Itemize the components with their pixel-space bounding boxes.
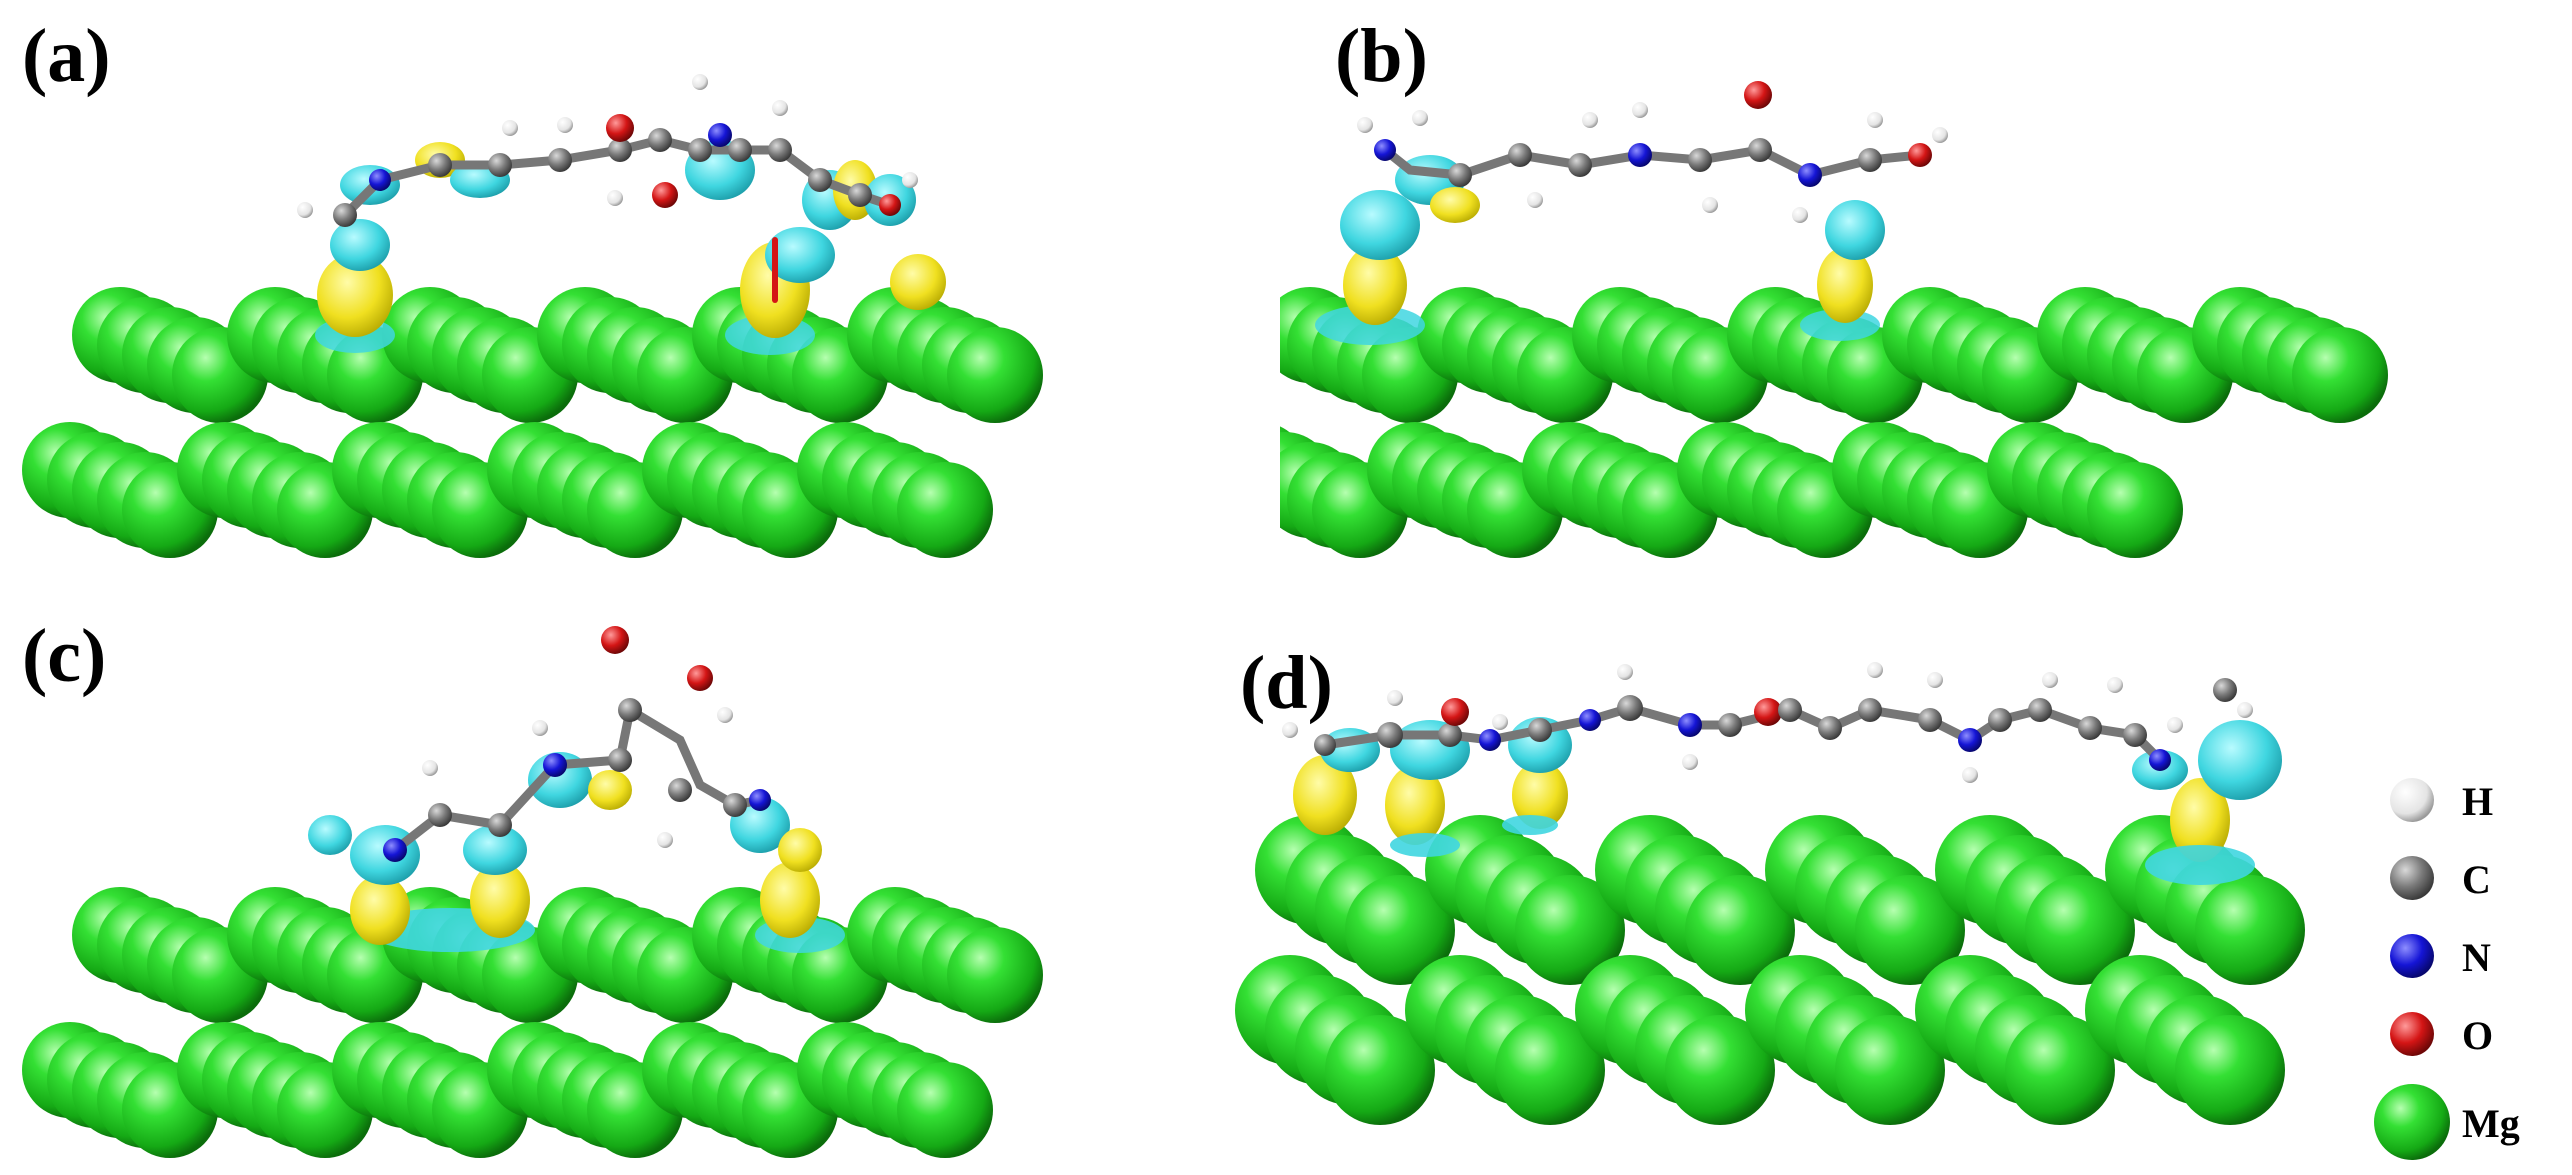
mg-surface — [1235, 815, 2305, 1125]
molecule-atoms — [297, 74, 918, 227]
mg-row-back — [72, 887, 1043, 1023]
mg-row-front — [1235, 955, 2285, 1125]
panel-c: (c) — [0, 600, 1240, 1175]
legend-label-n: N — [2462, 935, 2491, 980]
legend-label-c: C — [2462, 857, 2491, 902]
panel-a-structure — [22, 74, 1043, 558]
charge-density — [1315, 155, 1885, 345]
legend-label-o: O — [2462, 1013, 2494, 1058]
mg-row-back — [72, 287, 1043, 423]
panel-b-structure — [1280, 81, 2388, 558]
panel-b-label: (b) — [1335, 14, 1428, 98]
molecule-bonds — [390, 702, 765, 855]
element-legend: H C N O Mg — [2370, 770, 2560, 1170]
legend-item-o: O — [2370, 1004, 2560, 1064]
h-atom-icon — [2390, 778, 2434, 822]
panel-d-label: (d) — [1240, 641, 1333, 725]
molecule-atoms — [383, 626, 771, 862]
c-atom-icon — [2390, 856, 2434, 900]
charge-density — [308, 752, 845, 953]
n-atom-icon — [2390, 934, 2434, 978]
legend-item-n: N — [2370, 926, 2560, 986]
mg-row-front — [22, 422, 993, 558]
mg-row-back — [1255, 815, 2305, 985]
panel-b: (b) — [1280, 0, 2570, 580]
legend-label-mg: Mg — [2462, 1101, 2520, 1146]
panel-a: (a) — [0, 0, 1240, 580]
panel-d-structure — [1235, 662, 2305, 1125]
legend-item-h: H — [2370, 770, 2560, 830]
mg-row-front — [1280, 422, 2183, 558]
mg-row-front — [22, 1022, 993, 1158]
panel-a-label: (a) — [22, 14, 111, 98]
legend-label-h: H — [2462, 779, 2494, 824]
panel-c-label: (c) — [22, 614, 107, 698]
mg-surface — [1280, 287, 2388, 558]
legend-item-c: C — [2370, 848, 2560, 908]
o-atom-icon — [2390, 1012, 2434, 1056]
molecule-atoms — [1282, 662, 2253, 783]
mg-atom-icon — [2374, 1084, 2450, 1160]
legend-item-mg: Mg — [2370, 1082, 2560, 1162]
panel-c-structure — [22, 626, 1043, 1158]
molecule-atoms — [1357, 81, 1948, 223]
mg-surface — [22, 287, 1043, 558]
panel-d: (d) — [1170, 600, 2360, 1175]
mg-row-back — [1280, 287, 2388, 423]
